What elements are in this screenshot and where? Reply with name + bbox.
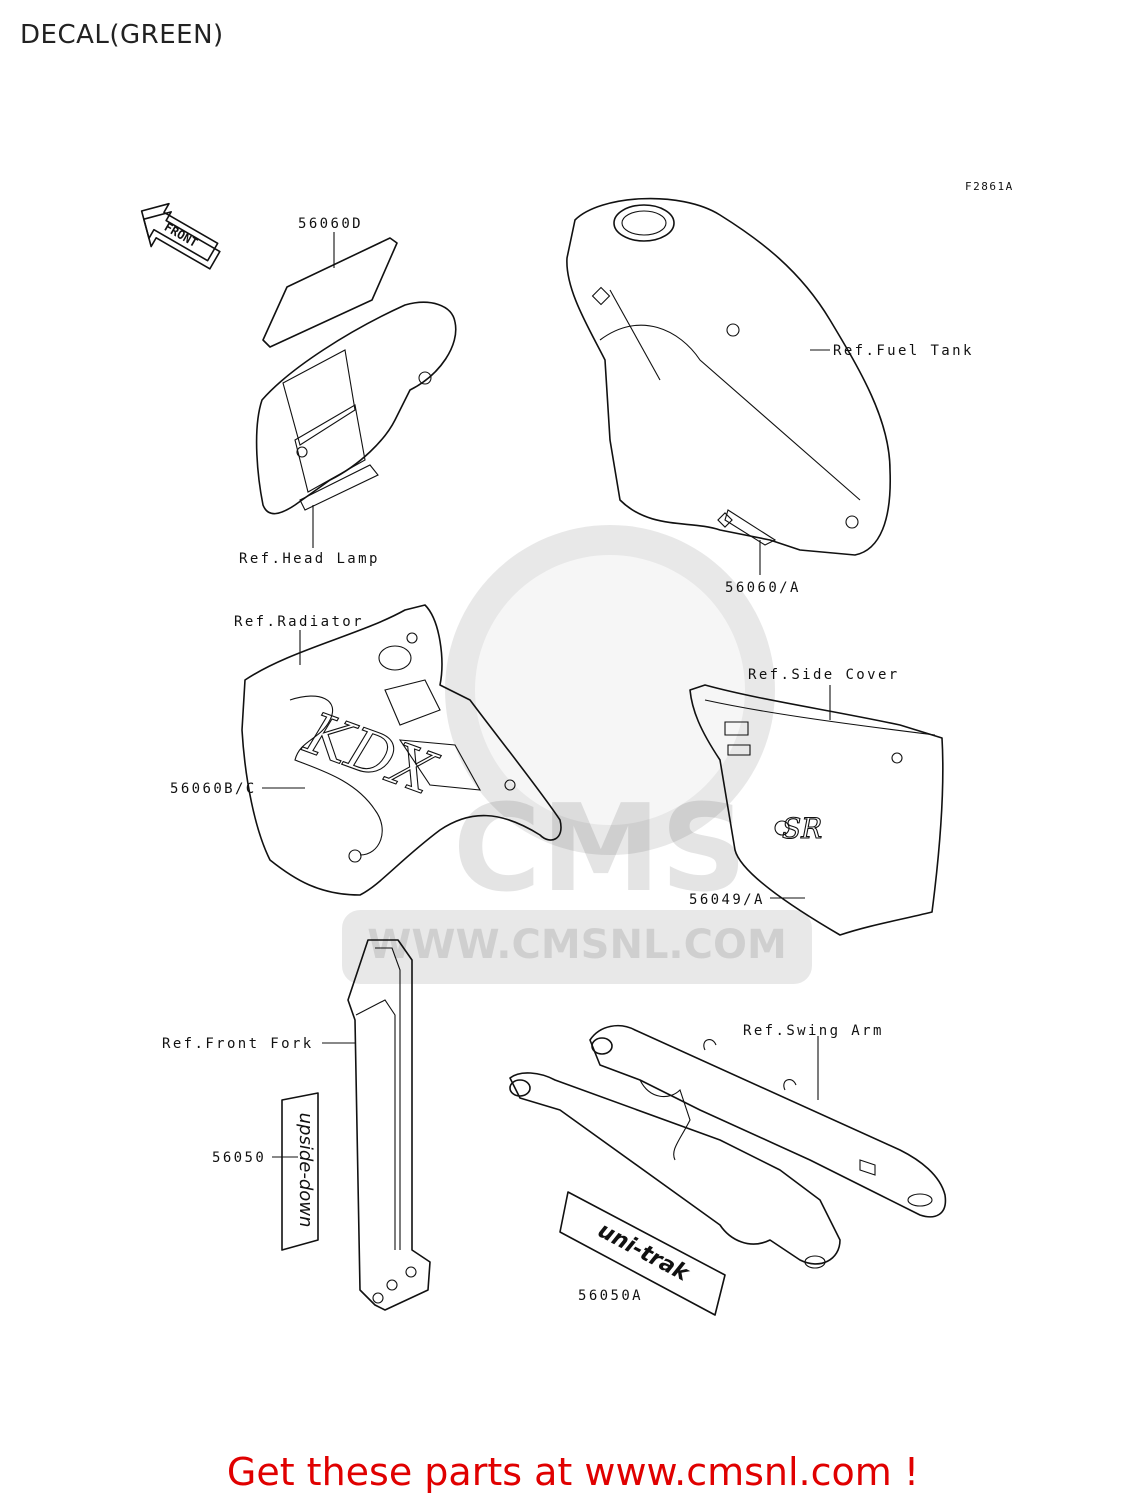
side-cover-decal-text: SR xyxy=(782,812,822,845)
fork-decal: upside-down 56050 xyxy=(212,1092,319,1251)
page-title: DECAL(GREEN) xyxy=(20,20,224,50)
fork-decal-text: upside-down xyxy=(295,1113,316,1228)
side-cover: SR Ref.Side Cover 56049/A xyxy=(689,667,944,936)
fuel-tank: Ref.Fuel Tank 56060/A xyxy=(566,197,974,596)
watermark: CMS WWW.CMSNL.COM xyxy=(342,525,812,984)
ref-side-cover: Ref.Side Cover xyxy=(748,667,900,683)
front-arrow-icon: FRONT xyxy=(140,202,221,270)
part-label-56050A: 56050A xyxy=(578,1288,643,1304)
headlamp-decal: 56060D xyxy=(262,216,398,348)
footer-link[interactable]: Get these parts at www.cmsnl.com ! xyxy=(226,1450,920,1494)
ref-swing-arm: Ref.Swing Arm xyxy=(743,1023,884,1039)
swing-arm: Ref.Swing Arm xyxy=(509,1023,947,1269)
part-label-56060D: 56060D xyxy=(298,216,363,232)
radiator-decal-text: KDX xyxy=(296,699,446,809)
ref-head-lamp: Ref.Head Lamp xyxy=(239,551,380,567)
front-fork-guard: Ref.Front Fork xyxy=(162,939,431,1311)
ref-radiator: Ref.Radiator xyxy=(234,614,364,630)
part-label-56060BC: 56060B/C xyxy=(170,781,257,797)
figure-code: F2861A xyxy=(965,180,1014,193)
headlamp: Ref.Head Lamp xyxy=(239,301,457,567)
watermark-url: WWW.CMSNL.COM xyxy=(367,922,787,968)
part-label-56060A: 56060/A xyxy=(725,580,801,596)
ref-front-fork: Ref.Front Fork xyxy=(162,1036,314,1052)
watermark-brand: CMS xyxy=(453,780,747,919)
ref-fuel-tank: Ref.Fuel Tank xyxy=(833,343,974,359)
part-label-56050: 56050 xyxy=(212,1150,266,1166)
part-label-56049A: 56049/A xyxy=(689,892,765,908)
